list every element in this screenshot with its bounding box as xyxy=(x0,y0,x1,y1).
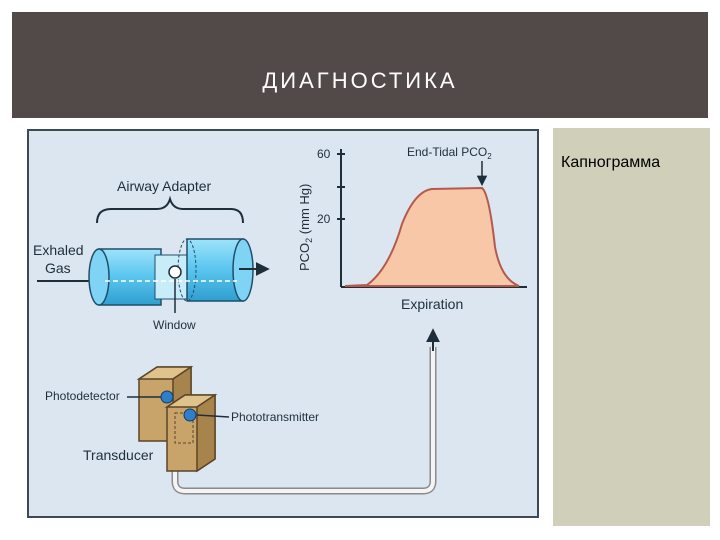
window-icon xyxy=(168,265,182,279)
side-panel: Капнограмма xyxy=(553,128,710,526)
expiration-label: Expiration xyxy=(401,296,463,312)
tick-60-label: 60 xyxy=(317,147,331,161)
capnogram-curve xyxy=(344,186,520,287)
phototransmitter-icon xyxy=(183,408,197,422)
phototransmitter-label: Phototransmitter xyxy=(231,410,319,424)
tick-20-label: 20 xyxy=(317,212,331,226)
airway-adapter-brace xyxy=(96,195,244,224)
side-panel-label: Капнограмма xyxy=(561,154,661,171)
window-label: Window xyxy=(153,318,196,332)
end-tidal-label: End-Tidal PCO2 xyxy=(407,145,492,161)
transducer-icon xyxy=(136,365,218,473)
airway-adapter-label: Airway Adapter xyxy=(117,178,211,194)
slide-title: ДИАГНОСТИКА xyxy=(262,68,458,93)
airway-adapter-icon xyxy=(88,238,270,306)
photodetector-icon xyxy=(160,390,174,404)
capnogram-graph: PCO2 (mm Hg) 60 20 End-Tidal PCO2 Expira… xyxy=(297,145,527,312)
exhaled-gas-label-line1: Exhaled xyxy=(33,242,84,258)
capnography-diagram: Airway Adapter Exhaled Gas Window PCO2 (… xyxy=(27,129,539,518)
photodetector-label: Photodetector xyxy=(45,389,120,403)
transducer-label: Transducer xyxy=(83,447,154,463)
slide-header: ДИАГНОСТИКА xyxy=(12,12,708,118)
y-axis-label: PCO2 (mm Hg) xyxy=(297,184,314,271)
exhaled-gas-label-line2: Gas xyxy=(45,260,71,276)
